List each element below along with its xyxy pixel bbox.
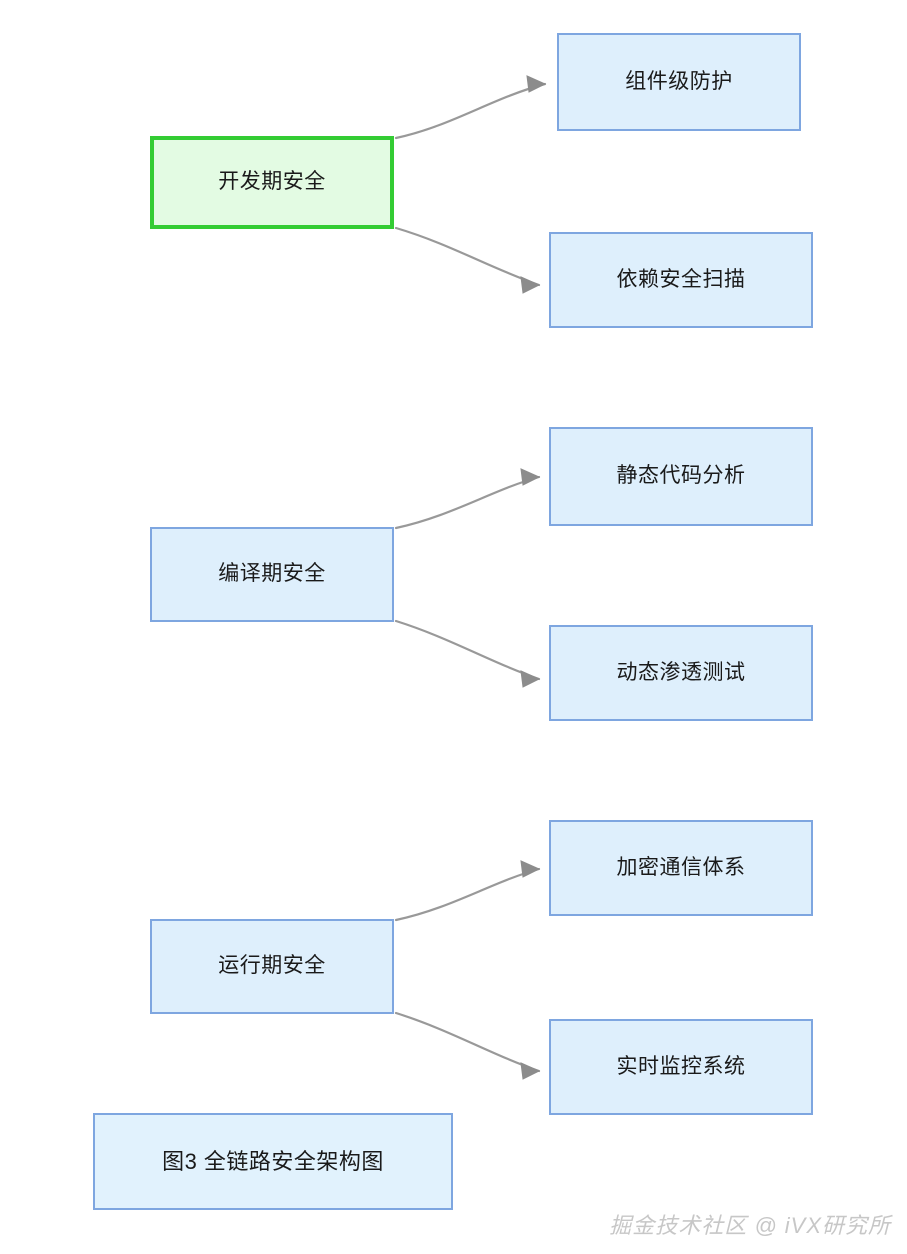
node-label-build: 编译期安全 bbox=[218, 562, 326, 586]
node-caption[interactable]: 图3 全链路安全架构图 bbox=[93, 1113, 453, 1210]
node-label-monitor: 实时监控系统 bbox=[616, 1054, 746, 1078]
arrowhead-build-sast bbox=[520, 468, 541, 486]
node-build[interactable]: 编译期安全 bbox=[150, 527, 394, 622]
node-label-caption: 图3 全链路安全架构图 bbox=[162, 1148, 384, 1174]
edge-build-sast bbox=[394, 475, 541, 530]
node-label-dev: 开发期安全 bbox=[218, 170, 326, 194]
edge-dev-component bbox=[394, 82, 547, 140]
node-depscan[interactable]: 依赖安全扫描 bbox=[549, 232, 813, 328]
arrowhead-dev-component bbox=[526, 75, 547, 93]
edge-dev-depscan bbox=[394, 226, 541, 287]
node-label-depscan: 依赖安全扫描 bbox=[616, 267, 746, 291]
node-dast[interactable]: 动态渗透测试 bbox=[549, 625, 813, 721]
node-component[interactable]: 组件级防护 bbox=[557, 33, 801, 131]
arrowhead-runtime-monitor bbox=[520, 1062, 541, 1080]
arrowhead-dev-depscan bbox=[520, 276, 541, 294]
node-sast[interactable]: 静态代码分析 bbox=[549, 427, 813, 526]
node-runtime[interactable]: 运行期安全 bbox=[150, 919, 394, 1014]
node-label-crypto: 加密通信体系 bbox=[616, 855, 746, 879]
node-label-sast: 静态代码分析 bbox=[616, 464, 746, 488]
edge-build-dast bbox=[394, 619, 541, 681]
node-label-runtime: 运行期安全 bbox=[218, 954, 326, 978]
node-label-component: 组件级防护 bbox=[625, 69, 733, 93]
node-monitor[interactable]: 实时监控系统 bbox=[549, 1019, 813, 1115]
edge-runtime-crypto bbox=[394, 867, 541, 922]
node-crypto[interactable]: 加密通信体系 bbox=[549, 820, 813, 916]
arrowhead-build-dast bbox=[520, 670, 541, 688]
watermark: 掘金技术社区 @ iVX研究所 bbox=[609, 1213, 891, 1238]
node-label-dast: 动态渗透测试 bbox=[616, 660, 746, 684]
node-dev[interactable]: 开发期安全 bbox=[150, 136, 394, 229]
arrowhead-runtime-crypto bbox=[520, 860, 541, 878]
edge-runtime-monitor bbox=[394, 1011, 541, 1073]
